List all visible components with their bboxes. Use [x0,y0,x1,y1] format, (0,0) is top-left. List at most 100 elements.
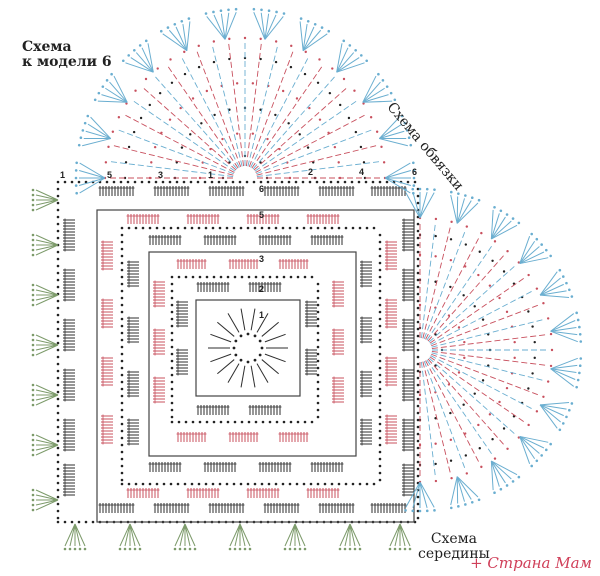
right-fan-dot [527,423,530,427]
right-fan-tassel-dot [579,357,583,360]
right-fan-tassel [539,277,561,296]
frame-3-dot [120,296,124,300]
left-scallop-dot [31,343,35,347]
top-fan-dot [127,145,131,149]
left-scallop [35,294,59,306]
right-fan-dot [487,364,490,367]
top-fan-tassel [384,162,411,179]
frame-3-dot [288,226,292,230]
top-fan-spoke [124,114,235,173]
top-fan-spoke [255,114,366,173]
frame-5-dot [316,366,320,370]
top-fan-tassel [299,21,304,51]
top-fan-tassel-dot [385,85,389,88]
outer-frame-dot [56,299,60,303]
frame-3-dot [302,226,306,230]
frame-5-dot [316,401,320,405]
right-fan-tassel [539,283,564,296]
frame-3-dot [197,226,201,230]
right-fan-tassel-dot [565,415,568,419]
left-scallop-dot [31,503,35,507]
right-fan-tassel-dot [404,188,407,191]
outer-frame-dot [77,520,81,524]
outer-frame-dot [56,404,60,408]
frame-5-dot [316,310,320,314]
outer-frame-dot [56,222,60,226]
frame-5-dot [170,303,174,307]
outer-frame-dot [416,222,420,226]
left-scallop-dot [31,448,35,452]
frame-3-dot [378,275,382,279]
frame-3-dot [365,482,369,486]
outer-frame-dot [245,180,249,184]
frame-3-dot [337,226,341,230]
bottom-scallop-dot [188,547,192,551]
frame-2 [96,209,415,523]
left-scallop-dot [31,248,35,252]
center-ray [240,365,246,388]
top-fan-tassel [362,87,385,103]
right-fan-dot [493,240,497,243]
frame-3-dot [330,482,334,486]
row-number-top-5: 2 [308,167,313,177]
bottom-scallop-dot [293,547,297,551]
right-fan-dot [481,318,485,321]
top-fan-dot [180,146,184,149]
right-fan-spoke [425,360,480,464]
outer-frame-dot [315,180,319,184]
left-scallop [35,289,59,296]
top-fan-tassel [79,162,106,179]
frame-3-dot [232,482,236,486]
frame-3-dot [134,226,138,230]
bottom-scallop-dot [178,547,182,551]
right-fan-dot [434,217,438,221]
top-fan-tassel [182,23,188,51]
right-fan-tassel [519,251,545,265]
frame-3-dot [378,296,382,300]
outer-frame-dot [416,341,420,345]
chart-title-line-1: Схема [22,39,72,55]
right-fan-dot [480,231,483,235]
frame-3-dot [378,261,382,265]
right-fan-dot [465,472,469,475]
right-fan-tassel [456,200,472,224]
top-fan-tassel [384,170,411,179]
right-fan-tassel-dot [530,232,534,236]
outer-frame-dot [56,271,60,275]
right-fan-tassel [419,192,435,219]
right-fan-spoke [427,358,506,447]
right-fan-tassel-dot [578,371,581,375]
outer-frame-dot [416,334,420,338]
top-fan-dot [212,60,216,64]
outer-frame-dot [416,264,420,268]
frame-3-dot [378,429,382,433]
top-fan-spoke [112,145,234,176]
frame-3-dot [120,366,124,370]
right-fan-tassel [519,236,531,264]
top-fan-spoke [212,45,243,167]
left-scallop-dot [31,498,35,502]
frame-5-dot [289,420,293,424]
frame-3-dot [120,254,124,258]
outer-frame-dot [56,474,60,478]
frame-3-dot [378,422,382,426]
top-fan-dot [144,77,148,81]
top-fan-spoke [142,87,237,171]
frame-3-dot [337,482,341,486]
left-scallop-dot [31,188,35,192]
outer-frame-dot [416,397,420,401]
frame-3-dot [378,436,382,440]
bottom-scallop-dot [298,547,302,551]
top-fan-tassel [362,94,389,103]
frame-3-dot [183,482,187,486]
right-fan-dot [533,340,536,344]
frame-3-dot [246,482,250,486]
bottom-scallop-dot [123,547,127,551]
top-fan-tassel-dot [348,44,352,47]
outer-frame-dot [273,180,277,184]
bottom-scallop [349,523,361,547]
right-fan-dot [502,427,506,430]
top-fan-spoke [117,129,234,175]
center-ring-dot [239,334,243,338]
top-fan-tassel [302,23,308,51]
